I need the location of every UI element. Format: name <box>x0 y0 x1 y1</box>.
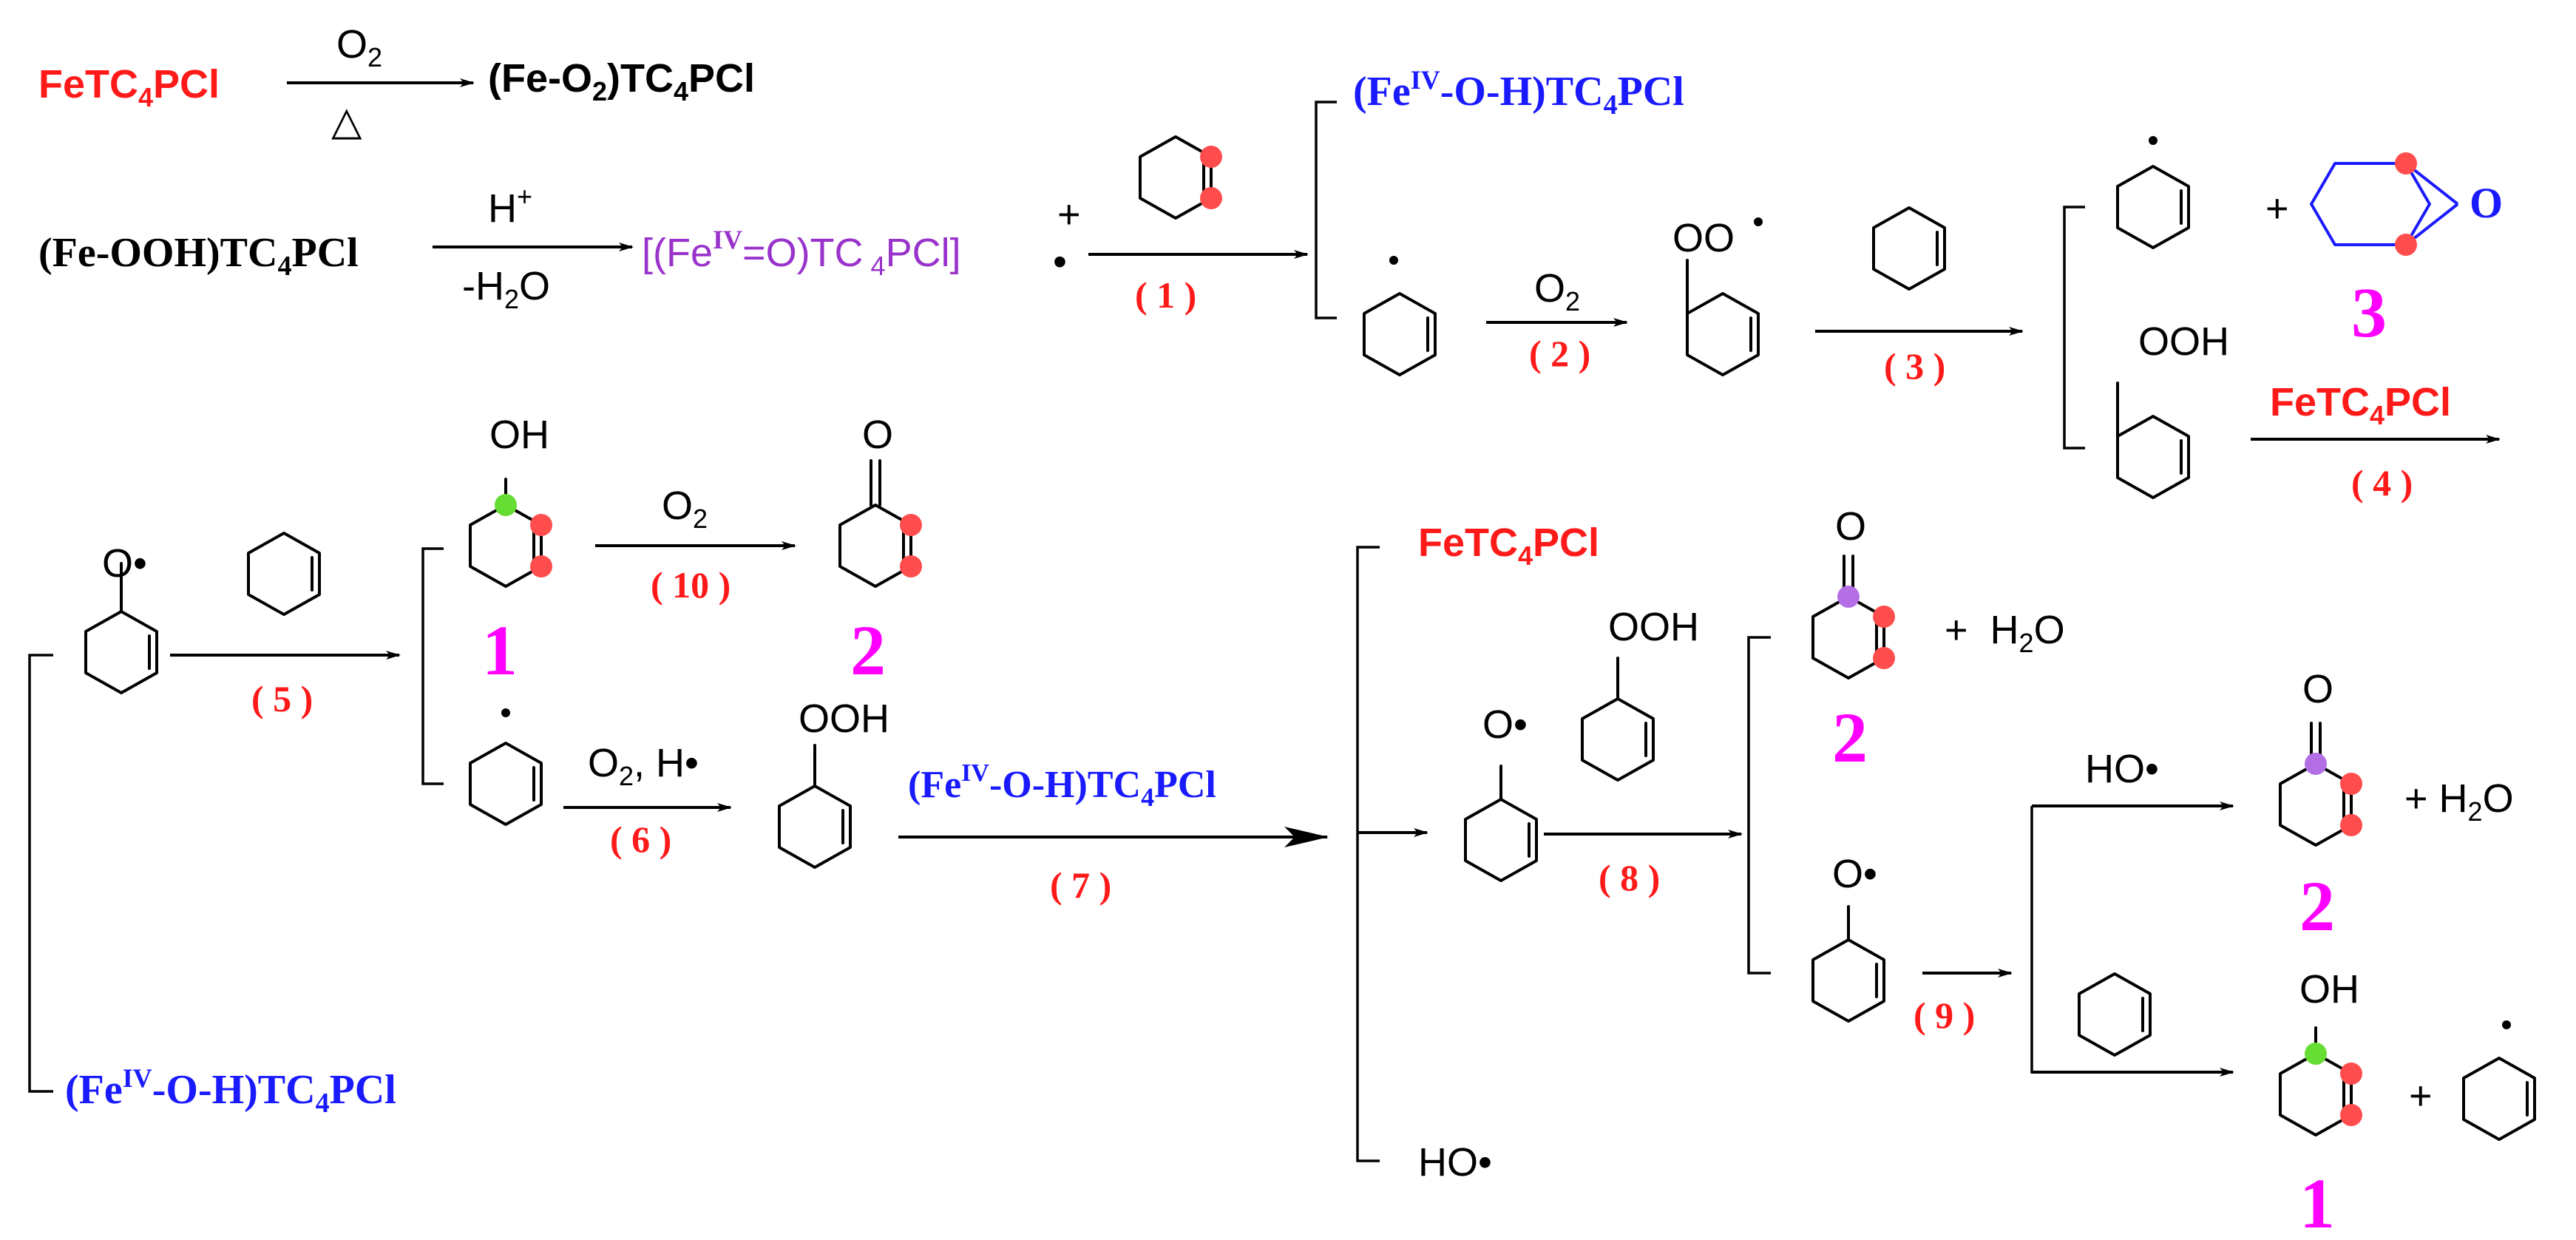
step-6: ( 6 ) <box>610 819 671 860</box>
heat-symbol: △ <box>331 99 362 143</box>
bracket-step8 <box>1747 636 1771 975</box>
cyclohexenyl-radical-b <box>2116 136 2190 249</box>
cyclohexene-reactant-3 <box>1872 206 1946 291</box>
plus-final: + <box>2409 1074 2433 1118</box>
ooh-label-b: OOH <box>799 697 889 741</box>
cyclohexenyl-radical-a <box>1363 256 1437 376</box>
step-4: ( 4 ) <box>2351 462 2413 504</box>
bracket-left-long <box>28 654 53 1093</box>
cyclohexenyl-hydroperoxide-b <box>778 744 852 869</box>
step-10: ( 10 ) <box>651 564 731 606</box>
cyclohexenone-2a <box>838 459 922 588</box>
step-2: ( 2 ) <box>1529 333 1590 374</box>
cyclohexyl-hydroperoxide-c <box>1581 657 1655 782</box>
product-number-1a: 1 <box>482 611 518 690</box>
fe-o2-complex: (Fe-O2)TC4PCl <box>488 56 755 106</box>
product-number-2a: 2 <box>850 611 886 690</box>
oh-label-1b: OH <box>2299 967 2359 1012</box>
product-number-2c: 2 <box>2299 867 2335 946</box>
fetc4pcl-start: FeTC4PCl <box>38 62 220 112</box>
o-radical-label-b: O• <box>1482 702 1528 747</box>
product-number-2b: 2 <box>1832 698 1868 777</box>
cyclohexenone-2b <box>1811 555 1895 680</box>
cyclohexenyloxyl-radical-c <box>1811 905 1885 1023</box>
step-9: ( 9 ) <box>1914 995 1975 1036</box>
cyclohexenol-1b <box>2279 1026 2362 1136</box>
fetc4pcl-step4: FeTC4PCl <box>2270 380 2451 430</box>
fe-iv-oh-step7: (FeIV-O-H)TC4PCl <box>908 759 1216 812</box>
o2-h-step6: O2, H• <box>588 741 699 791</box>
o2-step10: O2 <box>662 484 708 534</box>
radical-dot: • <box>1053 240 1067 284</box>
cyclohexenyl-radical-final <box>2462 1020 2536 1141</box>
hydroxyl-branch: HO• <box>1418 1140 1492 1185</box>
cyclohexene-reactant-5 <box>247 532 321 616</box>
fe-iv-oh-top: (FeIV-O-H)TC4PCl <box>1353 65 1684 121</box>
fe-iv-oxo-cation: [(FeIV=O)TC 4PCl] <box>642 225 961 281</box>
epoxide-o: O <box>2470 179 2503 227</box>
ketone-o-2c: O <box>2302 667 2333 711</box>
ketone-o-2a: O <box>862 413 893 457</box>
cyclohexenol-1 <box>469 478 552 588</box>
bracket-step1 <box>1315 101 1337 319</box>
cyclohexenyloxyl-radical-b <box>1464 765 1538 882</box>
cyclohexenyl-hydroperoxide-a <box>2116 382 2190 499</box>
fetc4pcl-branch: FeTC4PCl <box>1418 521 1599 571</box>
step-1: ( 1 ) <box>1135 274 1196 316</box>
bracket-step3 <box>2063 206 2085 450</box>
oh-label-1a: OH <box>489 413 549 457</box>
cation-plus: + <box>1057 192 1081 237</box>
cyclohexenyl-radical-c <box>469 708 543 826</box>
oo-radical-label: OO <box>1672 216 1735 260</box>
cyclohexene-reactant-1 <box>1139 135 1222 220</box>
step-5: ( 5 ) <box>251 678 313 719</box>
cyclohexenyl-peroxyl-radical <box>1686 259 1760 376</box>
o-radical-label-c: O• <box>1832 852 1877 896</box>
plus-3: + <box>2265 186 2289 231</box>
plus-h2o-a: + H2O <box>1945 608 2065 658</box>
o2-step2: O2 <box>1534 266 1580 316</box>
ooh-label-a: OOH <box>2138 319 2229 364</box>
plus-h2o-b: + H2O <box>2404 776 2514 827</box>
product-number-3: 3 <box>2351 273 2387 352</box>
fe-ooh-complex: (Fe-OOH)TC4PCl <box>38 230 359 282</box>
ooh-label-c: OOH <box>1608 605 1699 649</box>
o-radical-label-a: O• <box>102 541 147 586</box>
cyclohexene-reactant-9 <box>2078 972 2152 1057</box>
oo-radical-dot <box>1754 217 1763 226</box>
product-number-1b: 1 <box>2299 1164 2335 1240</box>
cyclohexene-oxide-3 <box>2310 152 2459 256</box>
bracket-step9 <box>2030 806 2063 1074</box>
step-7: ( 7 ) <box>1050 864 1111 906</box>
o2-label-top: O2 <box>336 22 382 72</box>
step-3: ( 3 ) <box>1884 345 1945 387</box>
h-plus-label: H+ <box>488 181 532 231</box>
step-8: ( 8 ) <box>1599 857 1660 898</box>
bracket-step5 <box>421 547 444 785</box>
fe-iv-oh-bottom-left: (FeIV-O-H)TC4PCl <box>65 1063 396 1119</box>
ketone-o-2b: O <box>1835 504 1866 549</box>
cyclohexenyloxyl-radical-a <box>84 562 158 694</box>
minus-h2o-label: -H2O <box>462 264 550 314</box>
cyclohexenone-2c <box>2279 722 2362 847</box>
hydroxyl-radical-reagent: HO• <box>2085 747 2159 791</box>
bracket-step7 <box>1356 546 1380 1162</box>
